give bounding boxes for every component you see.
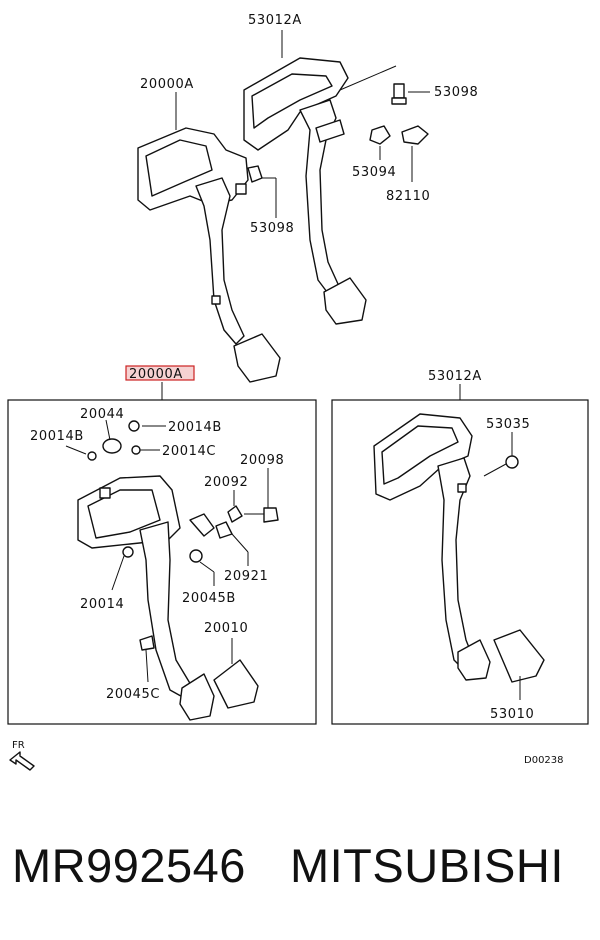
- top-leader-lines: [175, 30, 430, 218]
- label-top-bolt: 53098: [434, 85, 478, 100]
- arrow-front-left-icon: [9, 751, 35, 771]
- top-clutch-pedal: [243, 57, 367, 325]
- top-brake-pedal: [137, 127, 281, 383]
- highlight-box-left-title: [125, 365, 195, 381]
- label-20092: 20092: [204, 475, 248, 490]
- front-arrow: FR: [9, 740, 35, 771]
- label-box-left-title: 20000A: [129, 367, 183, 382]
- label-53010: 53010: [490, 707, 534, 722]
- label-20098: 20098: [240, 453, 284, 468]
- label-fr: FR: [12, 740, 25, 751]
- label-box-right-title: 53012A: [428, 369, 482, 384]
- diagram-code: D00238: [524, 755, 564, 766]
- label-top-pedal-assy: 53012A: [248, 13, 302, 28]
- label-20014b-right: 20014B: [168, 420, 222, 435]
- left-box: 20000A: [7, 365, 317, 725]
- right-leader-lines: [483, 432, 521, 700]
- label-20014: 20014: [80, 597, 124, 612]
- label-20921: 20921: [224, 569, 268, 584]
- left-brake-pedal-drawing: [77, 420, 279, 721]
- part-caption: MR992546 MITSUBISHI: [12, 838, 592, 908]
- label-top-bolt2: 53098: [250, 221, 294, 236]
- label-53035: 53035: [486, 417, 530, 432]
- right-box: 53012A 53035 53010: [331, 369, 589, 725]
- label-20014c: 20014C: [162, 444, 216, 459]
- right-clutch-pedal-drawing: [373, 413, 545, 683]
- part-number: MR992546: [12, 839, 246, 892]
- brand-name: MITSUBISHI: [289, 839, 564, 892]
- left-box-frame: [7, 399, 317, 725]
- label-20010: 20010: [204, 621, 248, 636]
- label-top-brake-assy: 20000A: [140, 77, 194, 92]
- left-leader-lines: [65, 419, 269, 683]
- label-top-clip: 53094: [352, 165, 396, 180]
- top-assembly: 53012A 20000A 53098 53094 82110 53098: [137, 13, 478, 383]
- label-20045b: 20045B: [182, 591, 236, 606]
- label-20044: 20044: [80, 407, 124, 422]
- label-20045c: 20045C: [106, 687, 160, 702]
- label-top-switch: 82110: [386, 189, 430, 204]
- label-20014b-left: 20014B: [30, 429, 84, 444]
- right-box-frame: [331, 399, 589, 725]
